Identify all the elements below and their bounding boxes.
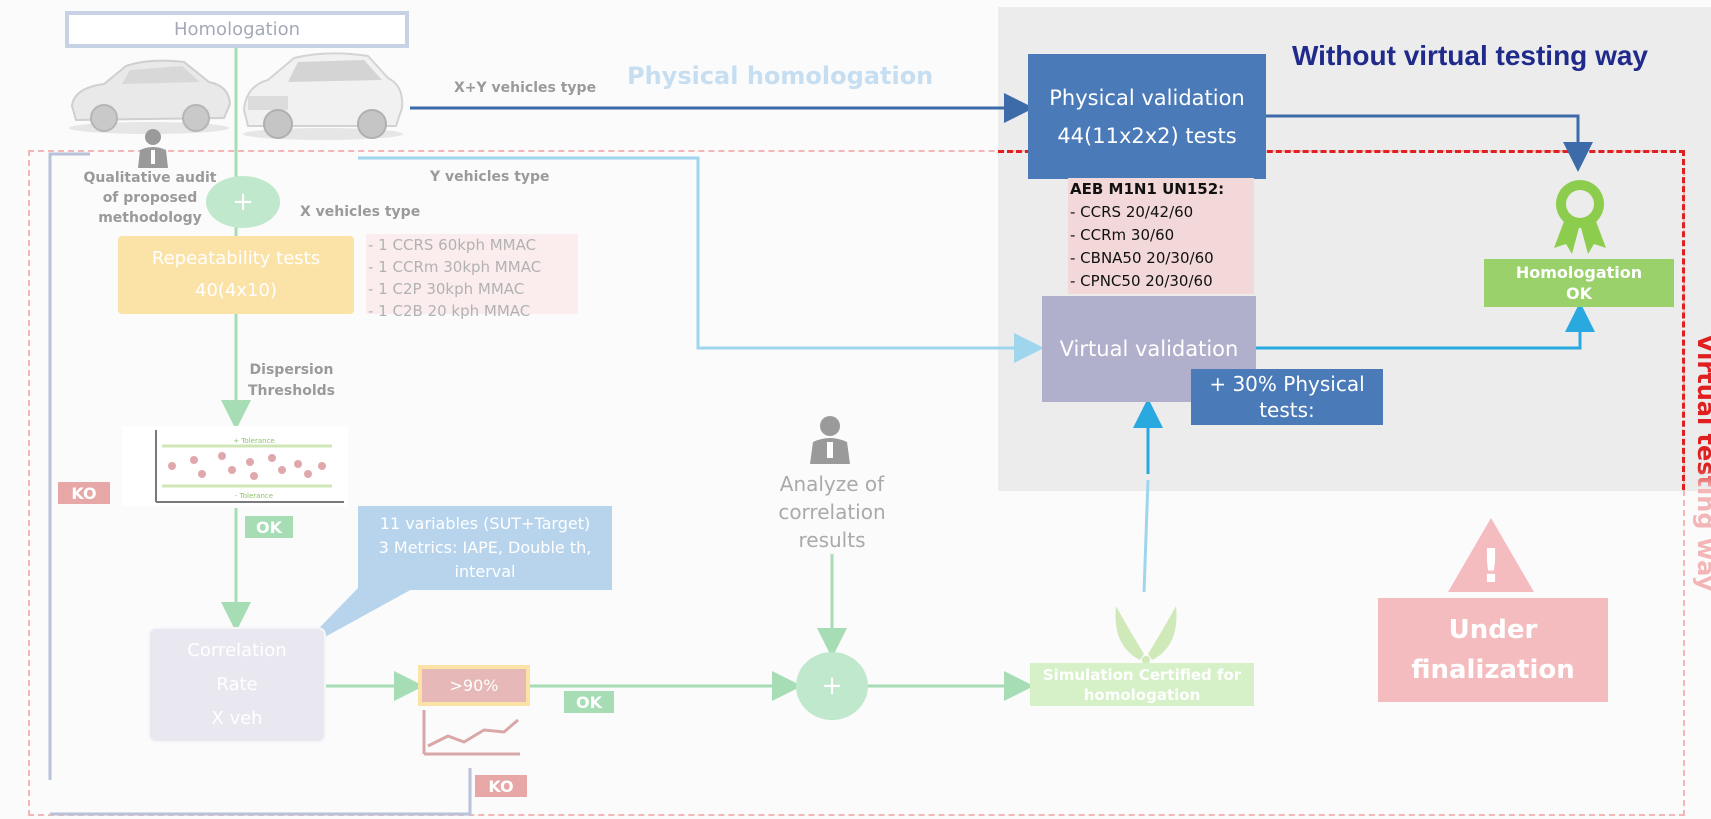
ko-badge-left: KO bbox=[58, 482, 110, 504]
repeat-item: - 1 C2P 30kph MMAC bbox=[368, 280, 525, 298]
homologation-header: Homologation bbox=[65, 11, 409, 48]
callout-line1: 11 variables (SUT+Target) bbox=[379, 514, 591, 533]
x-vehicles-label: X vehicles type bbox=[300, 204, 421, 220]
correlation-rate-box: Correlation Rate X veh bbox=[148, 627, 326, 743]
sim-certified-line2: homologation bbox=[1083, 685, 1201, 704]
callout-line3: interval bbox=[454, 562, 516, 581]
repeat-item: - 1 C2B 20 kph MMAC bbox=[368, 302, 531, 320]
qualitative-audit-label: Qualitative audit of proposed methodolog… bbox=[82, 168, 218, 228]
y-vehicles-label: Y vehicles type bbox=[430, 169, 550, 185]
callout-line2: 3 Metrics: IAPE, Double th, bbox=[378, 538, 592, 557]
physical-validation-tests: 44(11x2x2) tests bbox=[1057, 123, 1237, 148]
correlation-line1: Correlation bbox=[187, 640, 287, 661]
analyze-line2: correlation bbox=[778, 500, 886, 524]
physical-validation-box: Physical validation 44(11x2x2) tests bbox=[1028, 54, 1266, 179]
repeatability-title: Repeatability tests bbox=[151, 248, 321, 269]
warning-triangle-icon: ! bbox=[1448, 518, 1534, 593]
sim-certified-line1: Simulation Certified for bbox=[1042, 665, 1242, 684]
variables-callout: 11 variables (SUT+Target) 3 Metrics: IAP… bbox=[358, 506, 612, 590]
ko-badge-threshold: KO bbox=[475, 775, 527, 797]
aeb-item: - CPNC50 20/30/60 bbox=[1070, 272, 1213, 290]
repeatability-test-list: - 1 CCRS 60kph MMAC - 1 CCRm 30kph MMAC … bbox=[366, 234, 578, 320]
aeb-item: - CCRS 20/42/60 bbox=[1070, 203, 1194, 221]
audit-line1: Qualitative audit bbox=[83, 170, 217, 186]
extra-tests-line1: + 30% Physical bbox=[1209, 372, 1365, 396]
without-virtual-title: Without virtual testing way bbox=[1292, 40, 1648, 71]
merge-plus-node-bottom: + bbox=[796, 652, 868, 720]
tolerance-bottom-label: - Tolerance bbox=[235, 492, 273, 500]
under-finalization-box: Under finalization bbox=[1378, 598, 1608, 702]
laurel-wreath-icon bbox=[1115, 606, 1177, 664]
analyst-person-icon bbox=[810, 416, 850, 464]
dispersion-label: Dispersion Thresholds bbox=[248, 360, 335, 402]
audit-line3: methodology bbox=[98, 210, 202, 226]
award-ribbon-icon bbox=[1554, 180, 1606, 254]
tolerance-scatter-plot: + Tolerance - Tolerance bbox=[122, 426, 348, 506]
repeatability-count: 40(4x10) bbox=[195, 280, 277, 301]
dispersion-line2: Thresholds bbox=[248, 383, 335, 399]
warning-mark: ! bbox=[1481, 539, 1502, 593]
simulation-certified-box: Simulation Certified for homologation bbox=[1030, 663, 1254, 706]
repeat-item: - 1 CCRm 30kph MMAC bbox=[368, 258, 542, 276]
merge-plus-node: + bbox=[206, 176, 280, 228]
analyze-line1: Analyze of bbox=[779, 472, 885, 496]
analyze-correlation-text: Analyze of correlation results bbox=[764, 470, 900, 554]
aeb-item: - CCRm 30/60 bbox=[1070, 226, 1175, 244]
car-suv-illustration bbox=[242, 52, 404, 140]
under-finalization-line2: finalization bbox=[1411, 655, 1575, 685]
person-icon bbox=[138, 129, 168, 168]
extra-physical-tests-box: + 30% Physical tests: bbox=[1191, 369, 1383, 425]
homologation-ok-line2: OK bbox=[1566, 284, 1592, 303]
aeb-title: AEB M1N1 UN152: bbox=[1070, 180, 1225, 198]
physical-validation-title: Physical validation bbox=[1049, 85, 1245, 110]
threshold-box: >90% bbox=[418, 665, 530, 706]
trend-chart-icon bbox=[422, 710, 520, 756]
homologation-ok-box: Homologation OK bbox=[1484, 259, 1674, 307]
aeb-test-list: AEB M1N1 UN152: - CCRS 20/42/60 - CCRm 3… bbox=[1068, 178, 1254, 294]
virtual-testing-way-label: Virtual testing way bbox=[1692, 334, 1711, 591]
physical-homologation-label: Physical homologation bbox=[627, 62, 934, 90]
repeat-item: - 1 CCRS 60kph MMAC bbox=[368, 236, 537, 254]
under-finalization-line1: Under bbox=[1448, 615, 1538, 645]
tolerance-top-label: + Tolerance bbox=[233, 437, 274, 445]
correlation-line2: Rate bbox=[216, 674, 258, 695]
aeb-item: - CBNA50 20/30/60 bbox=[1070, 249, 1214, 267]
ok-badge-threshold: OK bbox=[564, 691, 614, 713]
virtual-way-boundary-red bbox=[998, 150, 1685, 490]
car-sedan-illustration bbox=[69, 59, 232, 134]
ok-badge-dispersion: OK bbox=[245, 516, 293, 538]
homologation-ok-line1: Homologation bbox=[1515, 263, 1643, 282]
repeatability-tests-box: Repeatability tests 40(4x10) bbox=[118, 236, 354, 314]
dispersion-line1: Dispersion bbox=[249, 362, 334, 378]
extra-tests-line2: tests: bbox=[1259, 398, 1315, 422]
audit-line2: of proposed bbox=[102, 190, 198, 206]
analyze-line3: results bbox=[798, 528, 866, 552]
correlation-line3: X veh bbox=[211, 708, 263, 729]
xy-vehicles-label: X+Y vehicles type bbox=[454, 80, 597, 96]
